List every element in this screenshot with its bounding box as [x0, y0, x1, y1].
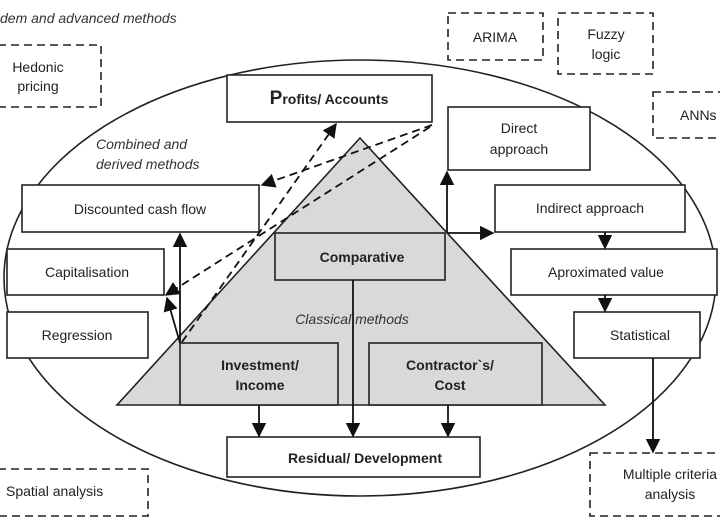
multiple-criteria-analysis-box: Multiple criteria analysis [589, 452, 720, 517]
residual-development-box: Residual/ Development [226, 436, 481, 478]
regression-label: Regression [42, 327, 113, 343]
contractor-label-2: Cost [434, 377, 465, 393]
mca-label-2: analysis [645, 486, 696, 502]
dcf-label: Discounted cash flow [74, 201, 207, 217]
profits-accounts-label: Profits/ Accounts [270, 88, 389, 109]
dashed-arrow-profits-to-dcf [260, 124, 433, 188]
comparative-box: Comparative [274, 232, 446, 281]
dashed-line-profits-to-capitalisation [164, 126, 431, 296]
direct-approach-box: Direct approach [447, 106, 591, 171]
residual-label: Residual/ Development [288, 450, 442, 466]
direct-label-2: approach [490, 141, 548, 157]
arrow-investment-to-capitalisation [163, 296, 181, 344]
indirect-approach-box: Indirect approach [494, 184, 686, 233]
approx-label: Aproximated value [548, 264, 664, 280]
hedonic-label-1: Hedonic [12, 59, 63, 75]
statistical-box: Statistical [573, 311, 701, 359]
indirect-label: Indirect approach [536, 200, 644, 216]
spatial-analysis-box: Spatial analysis [0, 468, 149, 517]
dashed-arrow-to-profits [181, 122, 337, 343]
arima-box: ARIMA [447, 12, 544, 61]
regression-box: Regression [6, 311, 149, 359]
anns-box: ANNs [652, 91, 720, 139]
investment-label-2: Income [235, 377, 284, 393]
capitalisation-box: Capitalisation [6, 248, 165, 296]
investment-income-box: Investment/ Income [179, 342, 339, 406]
fuzzy-label-1: Fuzzy [587, 26, 624, 42]
contractor-label-1: Contractor`s/ [406, 357, 494, 373]
comparative-label: Comparative [320, 249, 405, 265]
capitalisation-label: Capitalisation [45, 264, 129, 280]
arima-label: ARIMA [473, 29, 518, 45]
direct-label-1: Direct [501, 120, 538, 136]
statistical-label: Statistical [610, 327, 670, 343]
profits-accounts-box: Profits/ Accounts [226, 74, 433, 123]
hedonic-pricing-box: Hedonic pricing [0, 44, 102, 108]
combined-methods-label-1: Combined and [96, 136, 188, 152]
modern-methods-label: dem and advanced methods [0, 10, 177, 26]
anns-label: ANNs [680, 107, 717, 123]
classical-methods-label: Classical methods [295, 311, 409, 327]
fuzzy-label-2: logic [592, 46, 621, 62]
spatial-label: Spatial analysis [6, 483, 103, 499]
mca-label-1: Multiple criteria [623, 466, 717, 482]
fuzzy-logic-box: Fuzzy logic [557, 12, 654, 75]
combined-methods-label-2: derived methods [96, 156, 200, 172]
hedonic-label-2: pricing [17, 78, 58, 94]
aproximated-value-box: Aproximated value [510, 248, 718, 296]
investment-label-1: Investment/ [221, 357, 299, 373]
discounted-cash-flow-box: Discounted cash flow [21, 184, 260, 233]
contractors-cost-box: Contractor`s/ Cost [368, 342, 543, 406]
